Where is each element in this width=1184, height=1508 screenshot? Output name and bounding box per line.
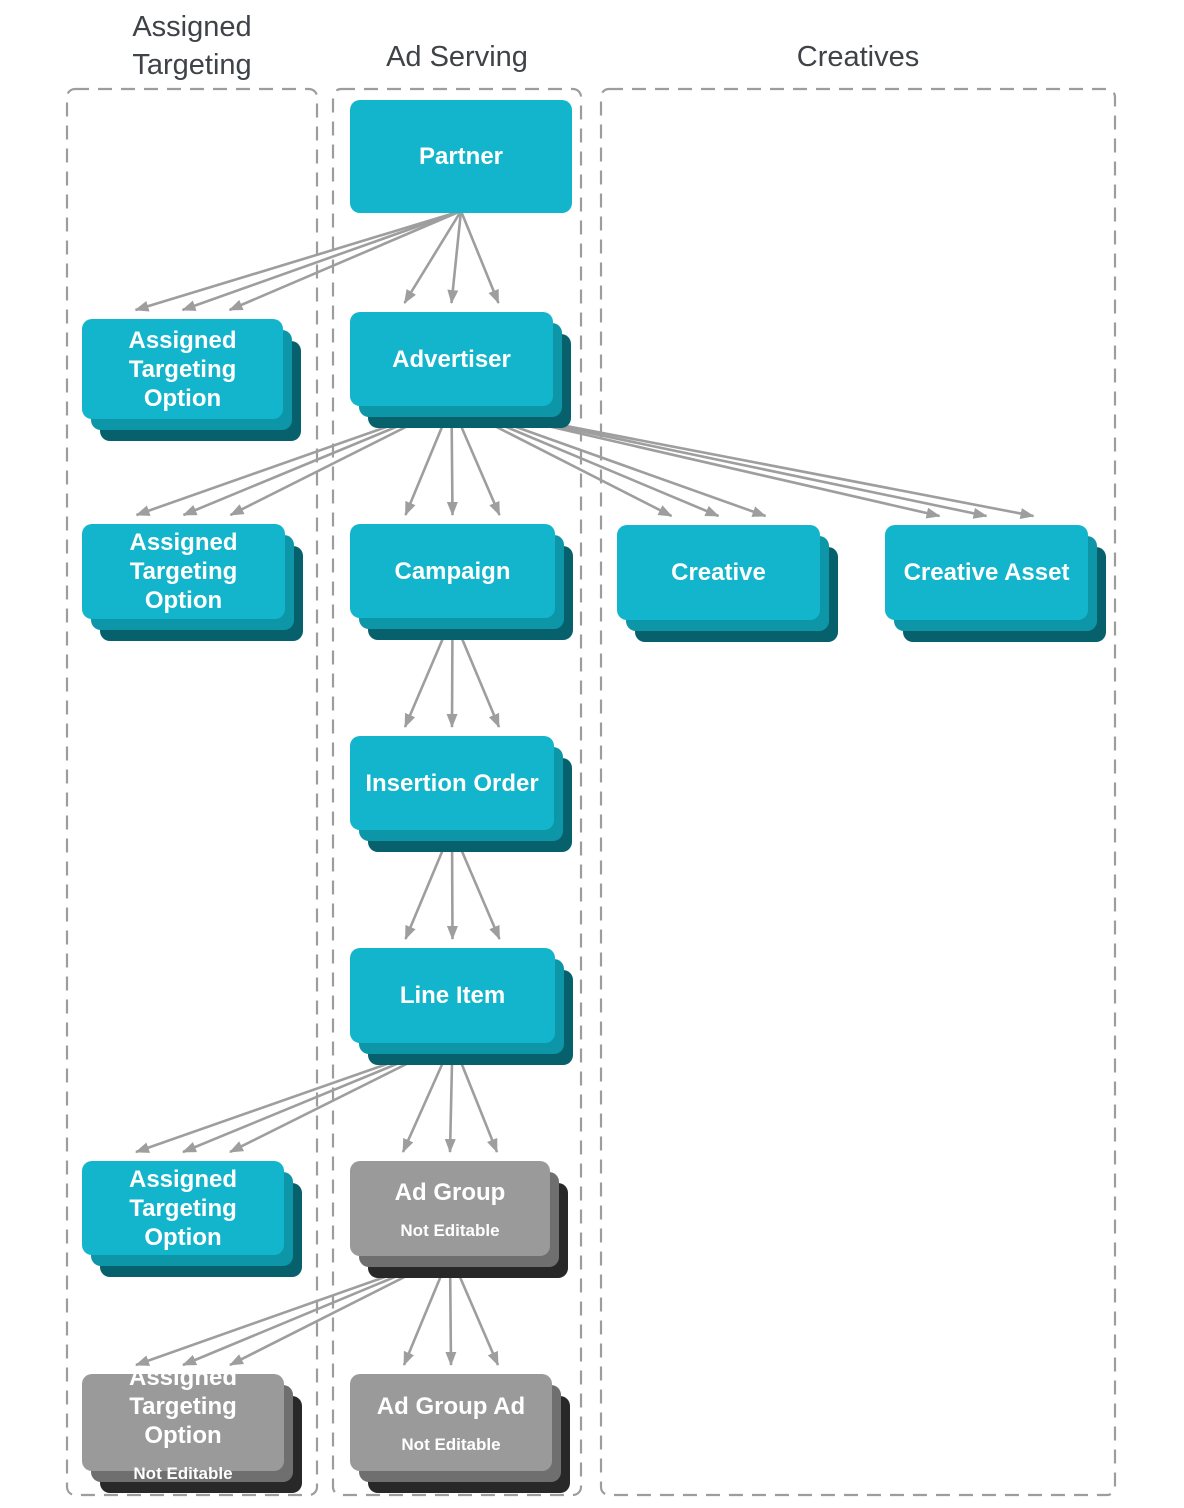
column-header-ad-serving: Ad Serving (386, 41, 528, 73)
node-creative: Creative (617, 525, 820, 620)
edge-campaign-to-insertion_order (403, 615, 454, 728)
node-label: Ad Group (394, 1178, 506, 1206)
edge-line_item-to-ad_group (401, 1040, 454, 1153)
node-label: Ad Group Ad (376, 1392, 526, 1420)
edge-line_item-to-ato3 (135, 1039, 453, 1154)
edge-insertion_order-to-line_item (404, 827, 454, 940)
edge-insertion_order-to-line_item (450, 827, 501, 940)
edge-insertion_order-to-line_item (446, 827, 458, 940)
node-sublabel-not-editable: Not Editable (401, 1434, 501, 1454)
edge-campaign-to-insertion_order (451, 615, 501, 728)
edge-advertiser-to-ato2 (182, 402, 452, 517)
node-sublabel-not-editable: Not Editable (133, 1463, 233, 1483)
node-label: Assigned Targeting Option (128, 1165, 238, 1251)
node-label: Creative (671, 559, 766, 586)
node-label: Campaign (394, 557, 511, 585)
edge-partner-to-ato1 (181, 209, 462, 312)
edge-line_item-to-ad_group (451, 1040, 499, 1153)
node-assigned-targeting-option-not-editable: Assigned Targeting Option Not Editable (82, 1364, 284, 1482)
edge-line_item-to-ato3 (229, 1039, 454, 1154)
edge-line_item-to-ato3 (182, 1039, 453, 1154)
node-ad-group-ad: Ad Group Ad Not Editable (350, 1374, 552, 1471)
edge-advertiser-to-campaign (446, 403, 458, 516)
edge-ad_group-to-ato4 (135, 1252, 451, 1367)
edge-advertiser-to-ato2 (135, 402, 452, 517)
node-assigned-targeting-option-advertiser: Assigned Targeting Option (82, 524, 285, 619)
column-box-assigned-targeting (65, 87, 319, 1497)
edge-partner-to-advertiser (459, 210, 500, 304)
node-label: Creative Asset (903, 559, 1070, 586)
node-creative-asset: Creative Asset (885, 525, 1088, 620)
edge-campaign-to-insertion_order (446, 615, 458, 728)
node-sublabel-not-editable: Not Editable (400, 1220, 500, 1240)
node-label: Assigned Targeting Option (128, 1363, 238, 1449)
edge-advertiser-to-creative_asset (451, 402, 941, 519)
edge-advertiser-to-campaign (404, 403, 453, 516)
node-label: Assigned Targeting Option (129, 529, 238, 614)
node-partner: Partner (350, 100, 572, 213)
edge-advertiser-to-creative (451, 402, 767, 518)
edge-partner-to-advertiser (447, 210, 463, 304)
node-label: Line Item (399, 982, 506, 1009)
node-ad-group: Ad Group Not Editable (350, 1161, 550, 1256)
edge-ad_group-to-ad_group_ad (445, 1253, 457, 1366)
node-assigned-targeting-option-partner: Assigned Targeting Option (82, 319, 283, 419)
edge-ad_group-to-ad_group_ad (448, 1253, 500, 1366)
column-header-creatives: Creatives (796, 41, 920, 73)
node-campaign: Campaign (350, 524, 555, 618)
node-insertion-order: Insertion Order (350, 736, 554, 830)
edge-advertiser-to-campaign (450, 403, 501, 516)
edge-advertiser-to-creative (450, 402, 720, 518)
node-advertiser: Advertiser (350, 312, 553, 406)
edge-line_item-to-ad_group (444, 1040, 456, 1153)
edge-partner-to-ato1 (134, 209, 462, 312)
edge-partner-to-ato1 (228, 209, 462, 312)
edge-advertiser-to-ato2 (229, 402, 453, 517)
node-assigned-targeting-option-line-item: Assigned Targeting Option (82, 1161, 284, 1255)
edge-ad_group-to-ato4 (182, 1252, 451, 1367)
column-box-creatives (599, 87, 1117, 1497)
node-label: Partner (418, 143, 504, 170)
node-label: Assigned Targeting Option (128, 326, 237, 412)
edge-advertiser-to-creative_asset (451, 402, 1035, 519)
node-label: Advertiser (392, 345, 511, 373)
edge-ad_group-to-ato4 (229, 1252, 451, 1367)
column-header-assigned-targeting: Assigned Targeting (132, 11, 252, 81)
node-label: Insertion Order (365, 769, 539, 797)
edge-advertiser-to-creative (450, 402, 673, 518)
edge-ad_group-to-ad_group_ad (402, 1253, 452, 1366)
edge-partner-to-advertiser (403, 210, 463, 304)
node-line-item: Line Item (350, 948, 555, 1043)
edge-advertiser-to-creative_asset (451, 402, 988, 519)
